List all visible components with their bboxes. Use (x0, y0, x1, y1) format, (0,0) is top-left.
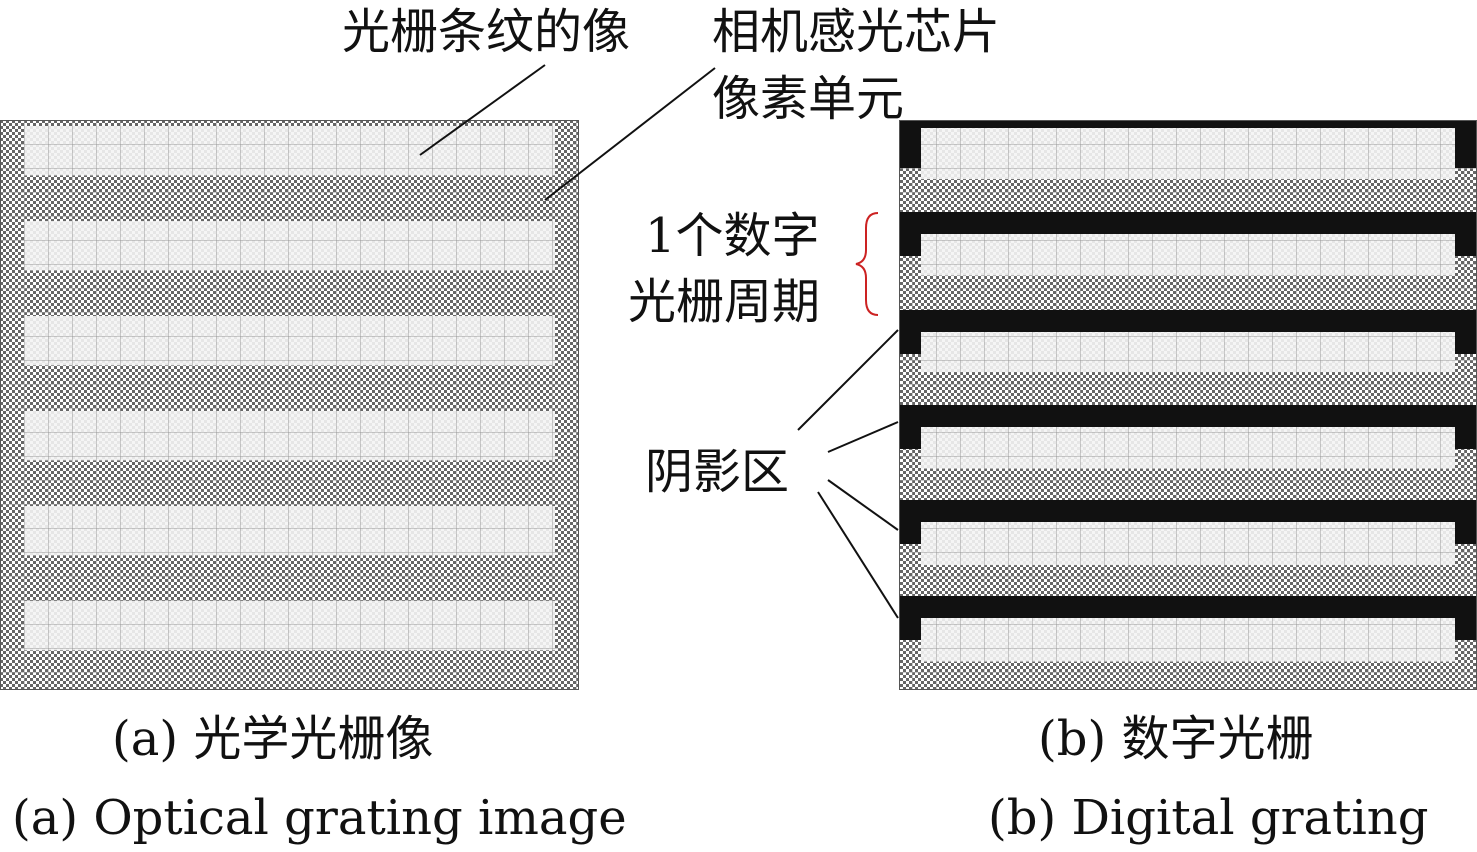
pixel-grid (0, 120, 579, 690)
shadow-band (899, 310, 1477, 332)
shadow-region-label: 阴影区 (645, 444, 789, 500)
period-label-line2: 光栅周期 (628, 274, 820, 330)
shadow-top-right-post (1455, 120, 1477, 168)
shadow-top-bar (899, 120, 1477, 128)
leader-shadow-4 (817, 491, 899, 619)
panel-border (0, 120, 579, 690)
shadow-band-right-post (1455, 500, 1477, 544)
shadow-band-left-post (899, 405, 921, 449)
sensor-label-line2: 像素单元 (712, 71, 904, 127)
leader-sensor-pixel (544, 67, 716, 201)
shadow-band-right-post (1455, 310, 1477, 354)
shadow-top-left-post (899, 120, 921, 168)
leader-shadow-2 (827, 421, 899, 453)
shadow-band (899, 500, 1477, 522)
sensor-label-line1: 相机感光芯片 (712, 4, 1000, 60)
period-brace (855, 212, 879, 316)
caption-a-en: (a) Optical grating image (12, 790, 627, 846)
caption-a-cn: (a) 光学光栅像 (112, 711, 433, 767)
caption-b-en: (b) Digital grating (988, 790, 1428, 846)
shadow-band (899, 596, 1477, 618)
shadow-band-right-post (1455, 596, 1477, 640)
period-label-line1: 1个数字 (645, 208, 820, 264)
leader-shadow-1 (797, 329, 899, 431)
optical-grating-panel (0, 120, 579, 690)
shadow-band-left-post (899, 310, 921, 354)
caption-b-cn: (b) 数字光栅 (1038, 711, 1313, 767)
shadow-band (899, 212, 1477, 234)
shadow-band-left-post (899, 596, 921, 640)
shadow-band-left-post (899, 212, 921, 256)
leader-shadow-3 (827, 479, 899, 531)
shadow-band-left-post (899, 500, 921, 544)
shadow-band-right-post (1455, 212, 1477, 256)
shadow-band-right-post (1455, 405, 1477, 449)
leader-fringe-image (419, 64, 546, 156)
leader-lines (419, 64, 899, 619)
digital-grating-panel (899, 120, 1477, 690)
shadow-band (899, 405, 1477, 427)
fringe-image-label: 光栅条纹的像 (342, 4, 630, 60)
